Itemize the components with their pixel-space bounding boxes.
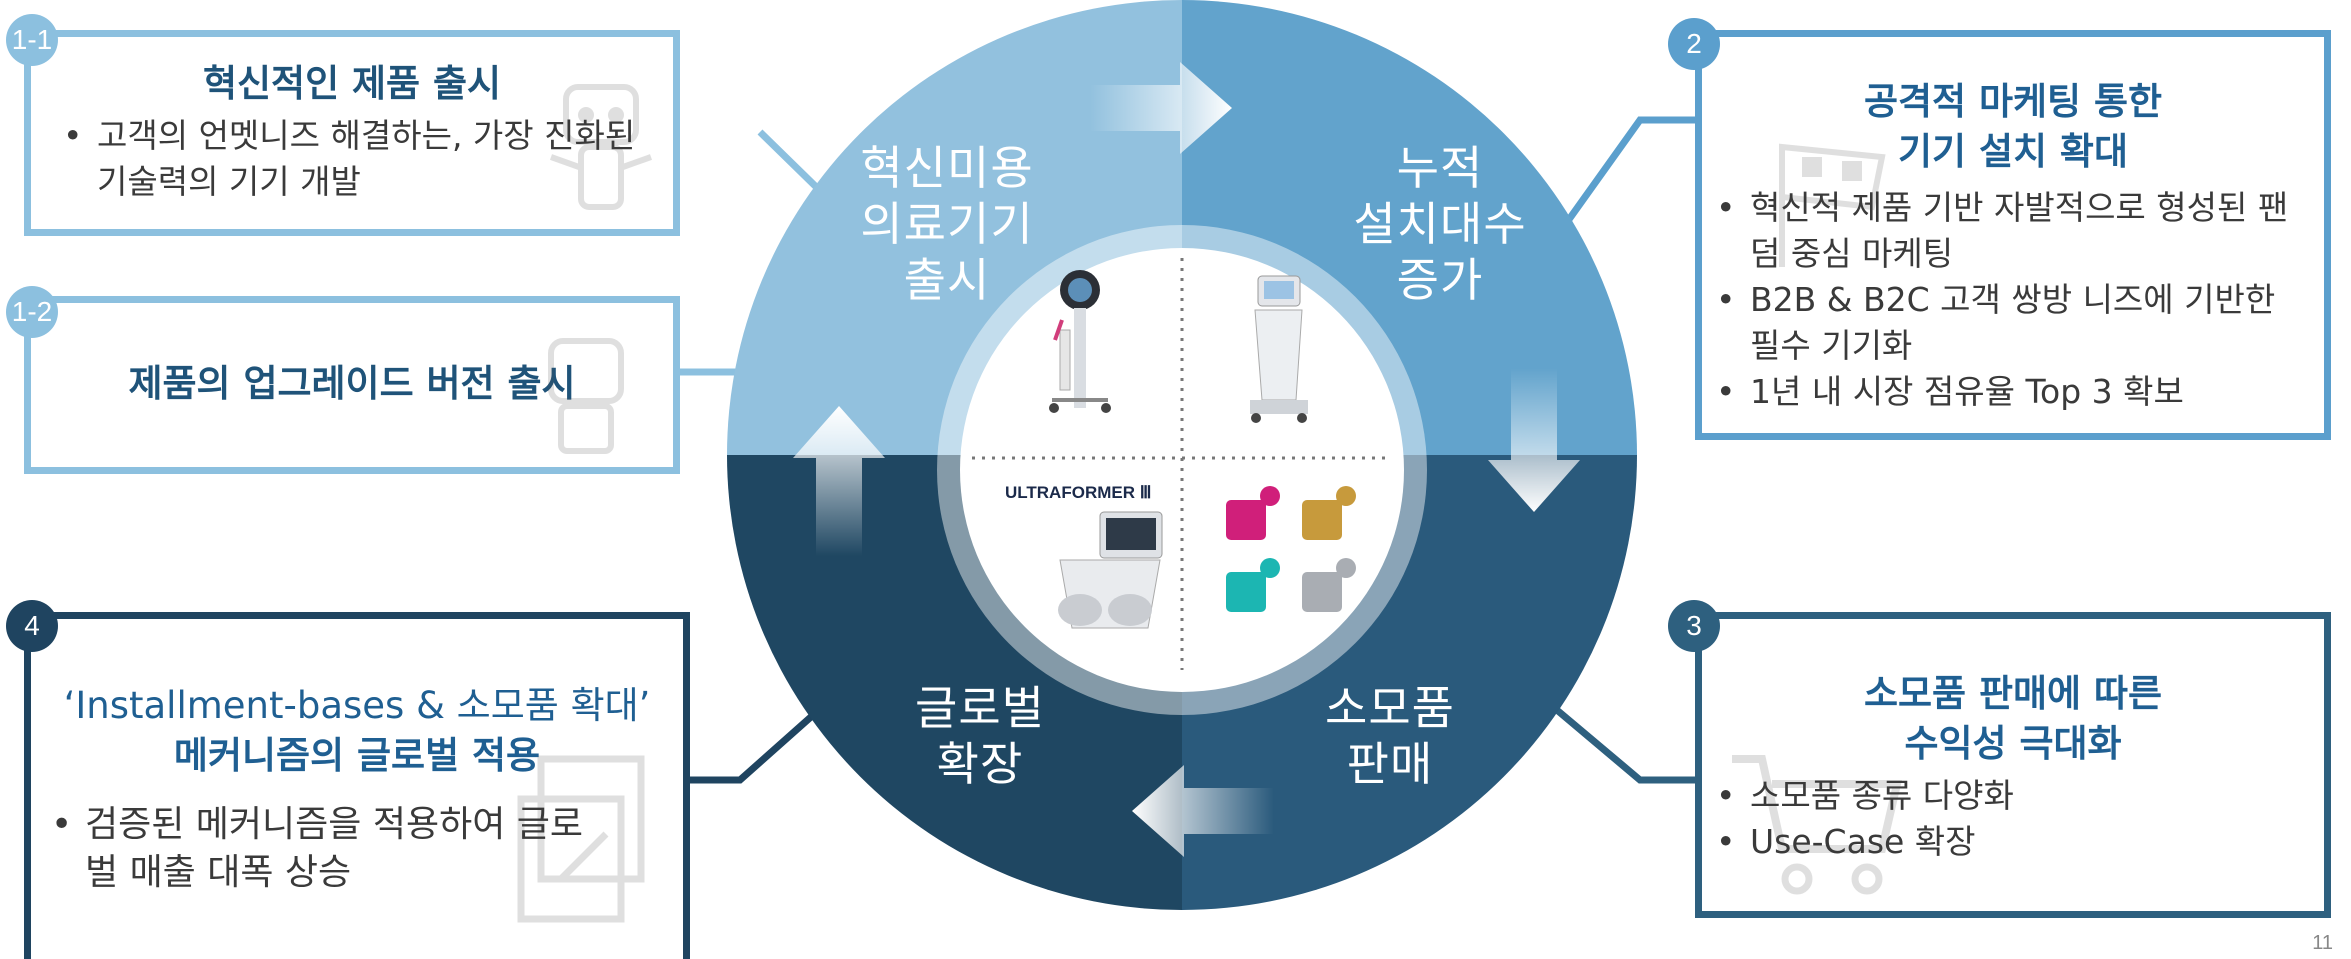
quadrant-label-install: 누적 설치대수 증가 <box>1330 140 1550 308</box>
ultraformer-logo: ULTRAFORMER Ⅲ <box>1005 483 1151 502</box>
box-1-2-title: 제품의 업그레이드 버전 출시 <box>128 362 576 405</box>
box-4-bullets: 검증된 메커니즘을 적용하여 글로벌 매출 대폭 상승 <box>37 801 593 897</box>
box-3-bullet-1: 소모품 종류 다양화 <box>1702 773 2310 819</box>
arrow-right-top <box>1090 62 1232 154</box>
quadrant-label-consumables: 소모품 판매 <box>1290 680 1490 792</box>
quadrant-label-install-line2: 설치대수 <box>1353 197 1527 251</box>
box-2-title: 공격적 마케팅 통한 기기 설치 확대 <box>1702 77 2324 177</box>
device-image-1 <box>1049 270 1111 413</box>
box-3-title: 소모품 판매에 따른 수익성 극대화 <box>1702 669 2324 769</box>
quadrant-label-install-line3: 증가 <box>1396 253 1484 307</box>
box-1-1-bullets: 고객의 언멧니즈 해결하는, 가장 진화된 기술력의 기기 개발 <box>49 113 653 205</box>
quadrant-label-global: 글로벌 확장 <box>880 680 1080 792</box>
badge-2: 2 <box>1668 18 1720 70</box>
quadrant-label-launch-line3: 출시 <box>903 253 991 307</box>
quadrant-label-global-line2: 확장 <box>936 737 1024 791</box>
box-marketing: 공격적 마케팅 통한 기기 설치 확대 혁신적 제품 기반 자발적으로 형성된 … <box>1695 30 2331 440</box>
badge-1-2: 1-2 <box>6 286 58 338</box>
quadrant-label-install-line1: 누적 <box>1396 141 1484 195</box>
box-3-title-line2: 수익성 극대화 <box>1904 722 2122 765</box>
badge-3: 3 <box>1668 600 1720 652</box>
box-3-title-line1: 소모품 판매에 따른 <box>1863 672 2163 715</box>
box-3-bullet-2: Use-Case 확장 <box>1702 819 2310 865</box>
box-1-1-bullet-1: 고객의 언멧니즈 해결하는, 가장 진화된 기술력의 기기 개발 <box>49 113 653 205</box>
connector-2 <box>1537 116 1698 263</box>
ultraformer-device-image: ULTRAFORMER Ⅲ <box>1005 483 1163 629</box>
box-4-bullet-1: 검증된 메커니즘을 적용하여 글로벌 매출 대폭 상승 <box>37 801 593 897</box>
quadrant-label-consumables-line1: 소모품 <box>1325 681 1455 735</box>
arrow-up-left <box>793 406 885 556</box>
arrow-left-bottom <box>1132 765 1274 857</box>
box-2-bullet-1: 혁신적 제품 기반 자발적으로 형성된 팬덤 중심 마케팅 <box>1702 185 2310 277</box>
box-4-title: ‘Installment-bases & 소모품 확대’ 메커니즘의 글로벌 적… <box>31 681 683 781</box>
box-3-bullets: 소모품 종류 다양화 Use-Case 확장 <box>1702 773 2310 865</box>
box-2-bullets: 혁신적 제품 기반 자발적으로 형성된 팬덤 중심 마케팅 B2B & B2C … <box>1702 185 2310 415</box>
box-global: ‘Installment-bases & 소모품 확대’ 메커니즘의 글로벌 적… <box>24 612 690 959</box>
box-4-title-line2: 메커니즘의 글로벌 적용 <box>173 734 541 777</box>
box-consumables: 소모품 판매에 따른 수익성 극대화 소모품 종류 다양화 Use-Case 확… <box>1695 612 2331 918</box>
connector-3 <box>1542 697 1698 784</box>
quadrant-label-launch: 혁신미용 의료기기 출시 <box>842 140 1052 308</box>
consumable-cartridges-image <box>1226 486 1356 612</box>
arrow-down-right <box>1488 368 1580 512</box>
box-2-title-line1: 공격적 마케팅 통한 <box>1863 80 2163 123</box>
quadrant-label-launch-line2: 의료기기 <box>860 197 1034 251</box>
box-2-title-line2: 기기 설치 확대 <box>1897 130 2128 173</box>
badge-1-1: 1-1 <box>6 14 58 66</box>
box-product-upgrade: 제품의 업그레이드 버전 출시 <box>24 296 680 474</box>
box-product-launch: 혁신적인 제품 출시 고객의 언멧니즈 해결하는, 가장 진화된 기술력의 기기… <box>24 30 680 236</box>
device-image-2 <box>1250 275 1308 423</box>
quadrant-label-global-line1: 글로벌 <box>915 681 1045 735</box>
quadrant-label-consumables-line2: 판매 <box>1346 737 1434 791</box>
badge-4: 4 <box>6 600 58 652</box>
box-1-1-title: 혁신적인 제품 출시 <box>202 62 502 105</box>
box-4-title-line1: ‘Installment-bases & 소모품 확대’ <box>63 684 651 727</box>
connector-4 <box>690 697 833 784</box>
page-number: 11 <box>2312 932 2333 954</box>
box-2-bullet-2: B2B & B2C 고객 쌍방 니즈에 기반한 필수 기기화 <box>1702 277 2310 369</box>
box-2-bullet-3: 1년 내 시장 점유율 Top 3 확보 <box>1702 369 2310 415</box>
robot-icon-2 <box>548 338 624 454</box>
quadrant-label-launch-line1: 혁신미용 <box>860 141 1034 195</box>
